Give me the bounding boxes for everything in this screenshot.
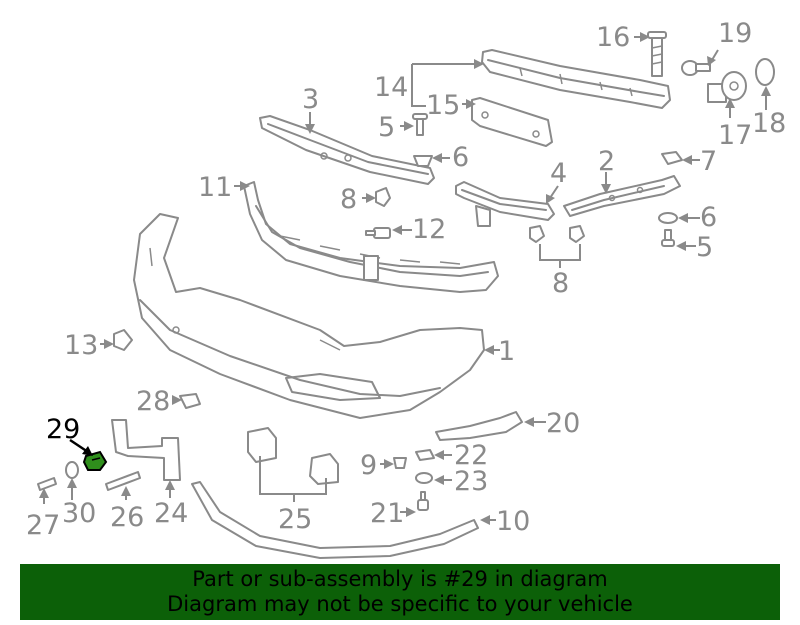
part-3-bracket [259, 115, 435, 185]
callout-29-highlighted: 29 [46, 414, 80, 445]
callout-28: 28 [136, 386, 170, 417]
part-25-mounts [247, 427, 339, 485]
part-9-clip [393, 457, 407, 469]
callout-12: 12 [412, 214, 446, 245]
part-2-bracket [563, 175, 681, 217]
part-16-bolt [647, 31, 667, 77]
part-6-nut-upper [413, 155, 433, 167]
part-23-washer [415, 472, 433, 484]
part-15-absorber [471, 97, 553, 147]
callout-9: 9 [360, 450, 377, 481]
banner-line-disclaimer: Diagram may not be specific to your vehi… [167, 592, 633, 616]
callout-15: 15 [426, 90, 460, 121]
part-19-screw [681, 60, 711, 76]
part-10-lower-lip [191, 481, 479, 559]
part-21-screw [417, 491, 429, 511]
callout-23: 23 [454, 466, 488, 497]
part-12-fastener [365, 227, 391, 239]
callout-8b: 8 [552, 268, 569, 299]
banner-line-part: Part or sub-assembly is #29 in diagram [192, 567, 608, 591]
callout-24: 24 [154, 498, 188, 529]
callout-11: 11 [198, 172, 232, 203]
info-banner: Part or sub-assembly is #29 in diagram D… [20, 564, 780, 620]
callout-6b: 6 [700, 202, 717, 233]
callout-22: 22 [454, 440, 488, 471]
callout-13: 13 [64, 330, 98, 361]
callout-3: 3 [302, 84, 319, 115]
callout-4: 4 [550, 158, 567, 189]
callout-10: 10 [496, 506, 530, 537]
callout-17: 17 [718, 120, 752, 151]
callout-5a: 5 [378, 112, 395, 143]
callout-30: 30 [62, 498, 96, 529]
callout-26: 26 [110, 502, 144, 533]
callout-8a: 8 [340, 184, 357, 215]
callout-19: 19 [718, 18, 752, 49]
callout-25: 25 [278, 504, 312, 535]
part-8-clips-lower [529, 225, 585, 243]
callout-27: 27 [26, 510, 60, 541]
part-30-washer [65, 461, 79, 479]
callout-labels: 1 2 3 4 5 5 6 6 7 8 8 9 10 11 12 13 14 1… [26, 18, 786, 541]
part-7-nut [661, 151, 683, 165]
part-24-bracket [111, 419, 181, 481]
callout-18: 18 [752, 108, 786, 139]
part-28-fastener [179, 393, 201, 409]
part-11-grille [243, 181, 499, 293]
part-17-bracket [707, 71, 747, 103]
part-4-bracket [455, 181, 555, 227]
callout-21: 21 [370, 498, 404, 529]
part-8-clip-upper [375, 187, 391, 207]
part-1-bumper-cover [133, 213, 485, 419]
parts-diagram: 1 2 3 4 5 5 6 6 7 8 8 9 10 11 12 13 14 1… [26, 18, 786, 559]
callout-20: 20 [546, 408, 580, 439]
callout-14: 14 [374, 72, 408, 103]
part-6-nut-right [658, 212, 678, 224]
callout-2: 2 [598, 146, 615, 177]
part-14-reinforcement [481, 49, 671, 109]
part-5-screw-upper [412, 113, 428, 136]
callout-6a: 6 [452, 142, 469, 173]
leader-lines [39, 32, 771, 525]
part-22-nut [415, 449, 435, 461]
callout-7: 7 [700, 146, 717, 177]
part-5-screw-right [661, 229, 675, 247]
callout-5b: 5 [696, 232, 713, 263]
callout-16: 16 [596, 22, 630, 53]
part-13-clip [113, 329, 133, 351]
part-29-nut-highlighted [82, 450, 108, 471]
callout-1: 1 [498, 336, 515, 367]
part-18-cap [755, 58, 775, 86]
part-27-screw [37, 477, 57, 491]
part-20-trim [435, 411, 523, 441]
part-26-bolt [105, 471, 141, 491]
